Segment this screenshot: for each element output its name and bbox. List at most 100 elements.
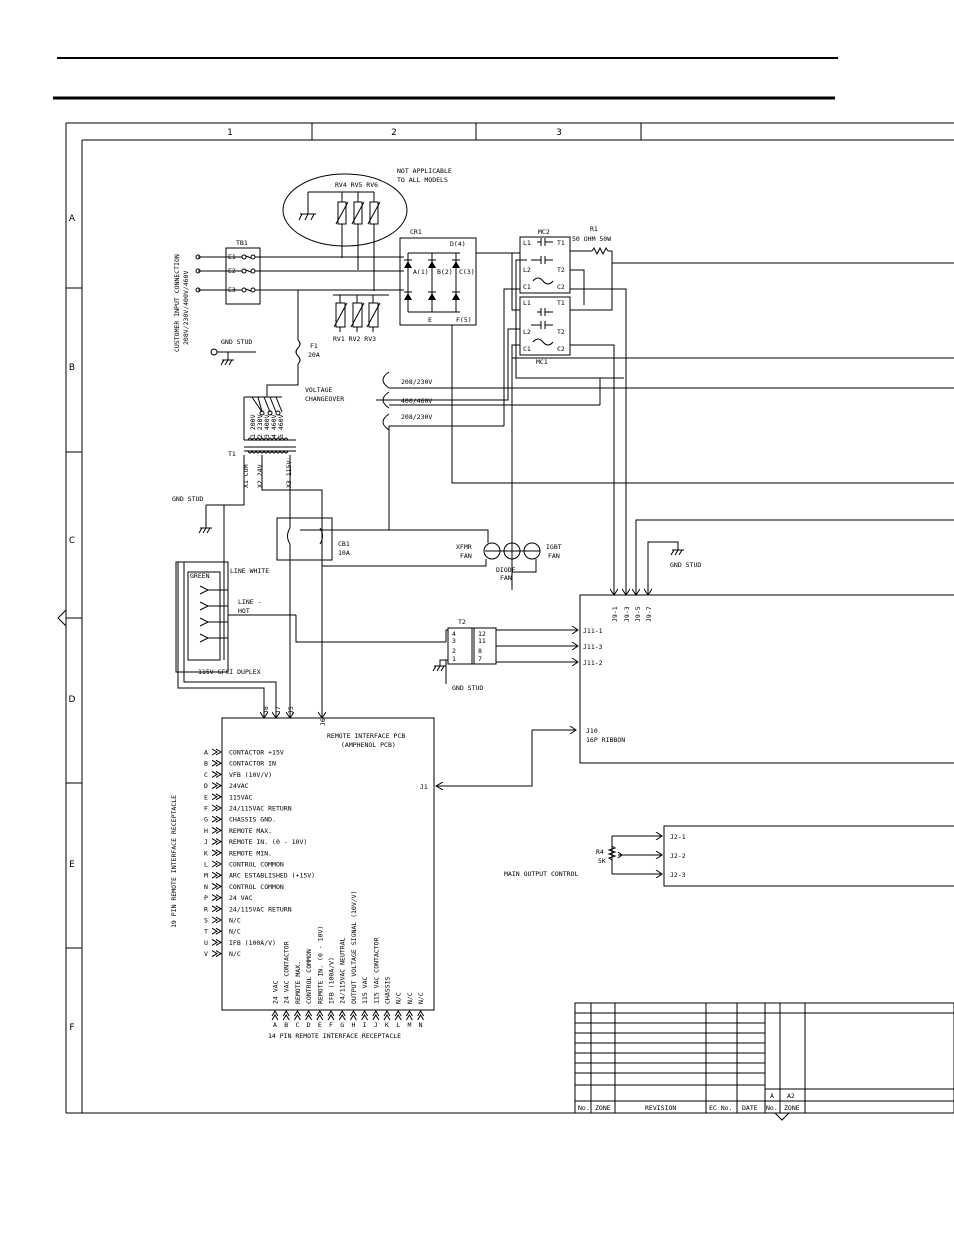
pin14-label: OUTPUT VOLTAGE SIGNAL (10V/V) xyxy=(350,891,358,1005)
pin14-letter: E xyxy=(318,1021,322,1029)
cr1-d-label: D(4) xyxy=(450,240,466,248)
customer-input-line1: CUSTOMER INPUT CONNECTION xyxy=(173,254,181,352)
pin14-connector-icon xyxy=(316,1010,324,1021)
j10-label: J10 xyxy=(586,727,598,735)
j11-3: J11-3 xyxy=(583,643,603,651)
cr1-e-label: E xyxy=(428,316,432,324)
cr1-f-label: F(5) xyxy=(456,316,472,324)
pin19-label: N/C xyxy=(229,917,241,925)
pin19-connector-icon xyxy=(211,804,222,812)
line-white-label: LINE WHITE xyxy=(230,567,269,575)
rv-top-label: RV4 RV5 RV6 xyxy=(335,181,378,189)
pin14-letter: F xyxy=(329,1021,333,1029)
xfmr-fan-line1: XFMR xyxy=(456,543,472,551)
t2-right-pin-7: 7 xyxy=(478,655,482,663)
pin19-letter: P xyxy=(204,894,208,902)
pin19-connector-icon xyxy=(211,871,222,879)
mc2-c1: C1 xyxy=(523,283,531,291)
t2-right-pin-11: 11 xyxy=(478,637,486,645)
pin19-connector-icon xyxy=(211,905,222,913)
pin19-label: REMOTE MAX. xyxy=(229,827,272,835)
mc1-c1: C1 xyxy=(523,345,531,353)
voltage-changeover-line1: VOLTAGE xyxy=(305,386,332,394)
row-label-e: E xyxy=(69,860,75,870)
j11-2: J11-2 xyxy=(583,659,603,667)
pin14-letter: G xyxy=(340,1021,344,1029)
pin19-letter: E xyxy=(204,793,208,801)
fuse-f1: F1 20A xyxy=(266,339,320,397)
pin19-letter: G xyxy=(204,816,208,824)
pin19-label: REMOTE IN. (0 - 10V) xyxy=(229,838,307,846)
j1-label: J1 xyxy=(420,783,428,791)
mc2-t1: T1 xyxy=(557,239,565,247)
pin19-label: CONTROL COMMON xyxy=(229,883,284,891)
remote-pcb-line1: REMOTE INTERFACE PCB xyxy=(327,732,405,740)
mc2-c2: C2 xyxy=(557,283,565,291)
pin19-letter: N xyxy=(204,883,208,891)
diode-fan-line2: FAN xyxy=(500,574,512,582)
f1-label: F1 xyxy=(310,342,318,350)
not-applicable-line1: NOT APPLICABLE xyxy=(397,167,452,175)
cr1-c-label: C(3) xyxy=(459,268,475,276)
sec-tap-3: X3 115V xyxy=(285,461,293,488)
mc2-l2: L2 xyxy=(523,266,531,274)
pin14-label: REMOTE IN. (0 - 10V) xyxy=(316,926,324,1004)
pin14-label: 24/115VAC NEUTRAL xyxy=(339,937,347,1004)
mc2-l1: L1 xyxy=(523,239,531,247)
j2-3: J2-3 xyxy=(670,871,686,879)
pin14-label: 115 VAC xyxy=(361,977,369,1004)
mc1-l2: L2 xyxy=(523,328,531,336)
pin14-label: IFB (100A/V) xyxy=(328,957,336,1004)
j10-ribbon: 16P RIBBON xyxy=(586,736,625,744)
pin14-connector-icon xyxy=(417,1010,425,1021)
row-label-d: D xyxy=(69,695,76,705)
cr1-label: CR1 xyxy=(410,228,422,236)
pin19-label: CONTROL COMMON xyxy=(229,861,284,869)
j9-3: J9-3 xyxy=(623,606,631,622)
j9-5: J9-5 xyxy=(634,606,642,622)
pin14-title: 14 PIN REMOTE INTERFACE RECEPTACLE xyxy=(268,1032,401,1040)
pin19-title: 19 PIN REMOTE INTERFACE RECEPTACLE xyxy=(170,795,178,928)
pin14-letter: I xyxy=(363,1021,367,1029)
pin14-label: REMOTE MAX. xyxy=(294,961,302,1004)
remote-interface-pcb: REMOTE INTERFACE PCB (AMPHENOL PCB) J1 J… xyxy=(170,706,435,1040)
cb1-label: CB1 xyxy=(338,540,350,548)
pin19-label: 24VAC xyxy=(229,782,249,790)
pin14-letter: H xyxy=(351,1021,355,1029)
contactor-mc1: L1 T1 L2 T2 C1 C2 MC1 xyxy=(519,296,571,366)
contactor-mc2: MC2 L1 T1 L2 T2 C1 C2 xyxy=(519,228,571,294)
j7-label: J7 xyxy=(274,706,282,714)
pin19-letter: V xyxy=(204,950,208,958)
pin19-label: N/C xyxy=(229,950,241,958)
pin19-connector-icon xyxy=(211,860,222,868)
t2-left-pin-2: 2 xyxy=(452,647,456,655)
r1-label: R1 xyxy=(590,225,598,233)
mov-group-rv1-rv3: RV1 RV2 RV3 xyxy=(333,294,389,343)
pin14-connector-icon xyxy=(293,1010,301,1021)
row-label-a: A xyxy=(69,214,76,224)
igbt-fan-line1: IGBT xyxy=(546,543,562,551)
pin14-connector-icon xyxy=(271,1010,279,1021)
pin19-connector-icon xyxy=(211,759,222,767)
col-label-2: 2 xyxy=(391,128,397,138)
customer-input-line2: 208V/230V/400V/460V xyxy=(182,271,190,345)
pin19-connector-icon xyxy=(211,838,222,846)
rev-entry-no: A xyxy=(770,1092,774,1100)
pin19-connector-icon xyxy=(211,938,222,946)
pin14-label: 24 VAC xyxy=(272,980,280,1004)
pin14-connector-icon xyxy=(405,1010,413,1021)
pin19-letter: C xyxy=(204,771,208,779)
line-hot-label-1: LINE - xyxy=(238,598,261,606)
cooling-fans: XFMR FAN DIODE FAN IGBT FAN xyxy=(322,529,562,582)
pin19-label: CONTACTOR +15V xyxy=(229,749,284,757)
pin14-label: 24 VAC CONTACTOR xyxy=(283,941,291,1004)
gfci-duplex: GREEN LINE WHITE LINE - HOT 115V GFCI DU… xyxy=(175,561,446,710)
col-label-3: 3 xyxy=(556,128,562,138)
t2-right-pin-8: 8 xyxy=(478,647,482,655)
gnd-stud-2-label: GND STUD xyxy=(172,495,203,503)
col-label-1: 1 xyxy=(227,128,233,138)
gnd-stud-1-label: GND STUD xyxy=(221,338,252,346)
pin14-connector-icon xyxy=(282,1010,290,1021)
sec-tap-2: X2 24V xyxy=(256,464,264,488)
j2-2: J2-2 xyxy=(670,852,686,860)
